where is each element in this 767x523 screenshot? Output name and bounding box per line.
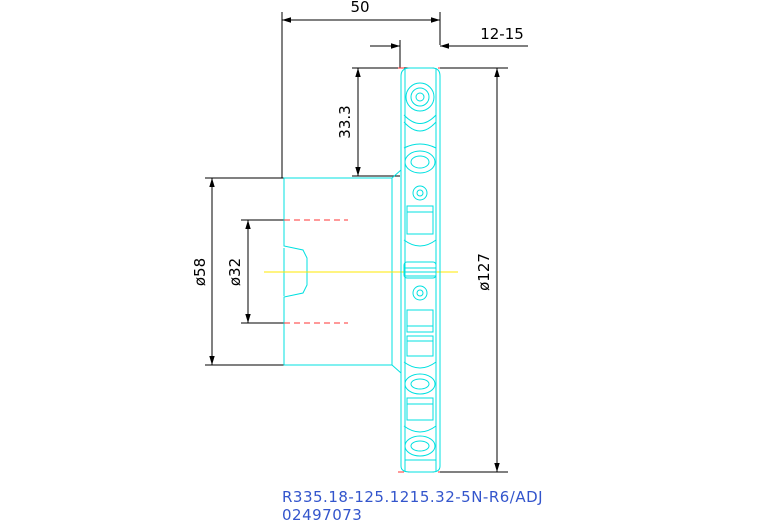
dimension-height-label: 33.3: [336, 105, 354, 138]
dimension-offset: 12-15: [370, 25, 528, 68]
dimension-offset-label: 12-15: [480, 25, 524, 43]
designation-label: R335.18-125.1215.32-5N-R6/ADJ: [282, 488, 543, 506]
cutter-disc: [400, 67, 441, 473]
dimension-outer-diameter: ø58: [191, 177, 284, 366]
dimension-outer-diameter-label: ø58: [191, 258, 209, 286]
dimension-bore-diameter-label: ø32: [226, 258, 244, 286]
dimension-cutter-diameter-label: ø127: [475, 253, 493, 291]
dimension-cutter-diameter: ø127: [440, 67, 508, 473]
order-code-label: 02497073: [282, 506, 362, 523]
dimension-width: 50: [281, 0, 441, 178]
insert-pockets: [403, 82, 437, 461]
dimension-height: 33.3: [336, 67, 412, 177]
dimension-width-label: 50: [350, 0, 369, 16]
dimension-bore-diameter: ø32: [226, 219, 284, 324]
